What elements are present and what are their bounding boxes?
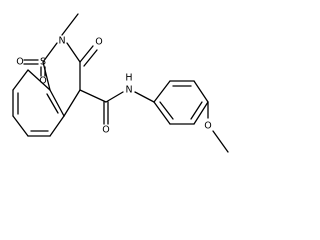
atom-amide-hydrogen: H	[125, 73, 132, 84]
bond-benz-6	[49, 89, 65, 117]
atom-sulfonyl-oxygen-left: O	[16, 57, 23, 68]
bond-n-methyl	[61, 13, 79, 36]
bond-ph-3	[193, 80, 209, 103]
bond-benz-5	[49, 115, 65, 137]
atom-ring-carbonyl-oxygen: O	[95, 37, 102, 48]
atom-sulfur: S	[40, 57, 46, 68]
bond-c3-o-2	[83, 49, 98, 67]
bond-benz-inner-3	[46, 93, 59, 114]
bond-c4-amide-c	[79, 89, 107, 103]
bond-s-n	[42, 42, 58, 63]
bond-ph-4	[193, 101, 209, 125]
bond-n-c3	[66, 42, 81, 63]
bond-c8a-s	[42, 61, 51, 91]
bond-benz-7	[27, 69, 51, 91]
bond-o-methyl	[212, 130, 229, 153]
bond-n-aryl	[134, 91, 155, 103]
bond-ph-1	[153, 80, 171, 103]
atom-amide-nitrogen: N	[125, 85, 132, 96]
structure-diagram: S N O O O N H O O	[12, 13, 229, 153]
bond-ph-inner-2	[190, 101, 203, 120]
bond-ph-inner-3	[159, 101, 174, 120]
bonds	[12, 13, 229, 153]
atom-amide-oxygen: O	[102, 125, 109, 136]
bond-c3-o-1	[79, 45, 94, 63]
atom-labels: S N O O O N H O O	[16, 36, 211, 136]
bond-benz-3	[12, 115, 29, 137]
atom-ring-nitrogen: N	[58, 36, 65, 47]
atom-methoxy-oxygen: O	[204, 121, 211, 132]
bond-amide-c-n	[105, 91, 124, 103]
bond-c4-c4a	[63, 89, 81, 117]
bond-ph-6	[153, 101, 171, 125]
bond-benz-1	[12, 69, 29, 91]
atom-sulfonyl-oxygen-bottom: O	[39, 76, 46, 87]
